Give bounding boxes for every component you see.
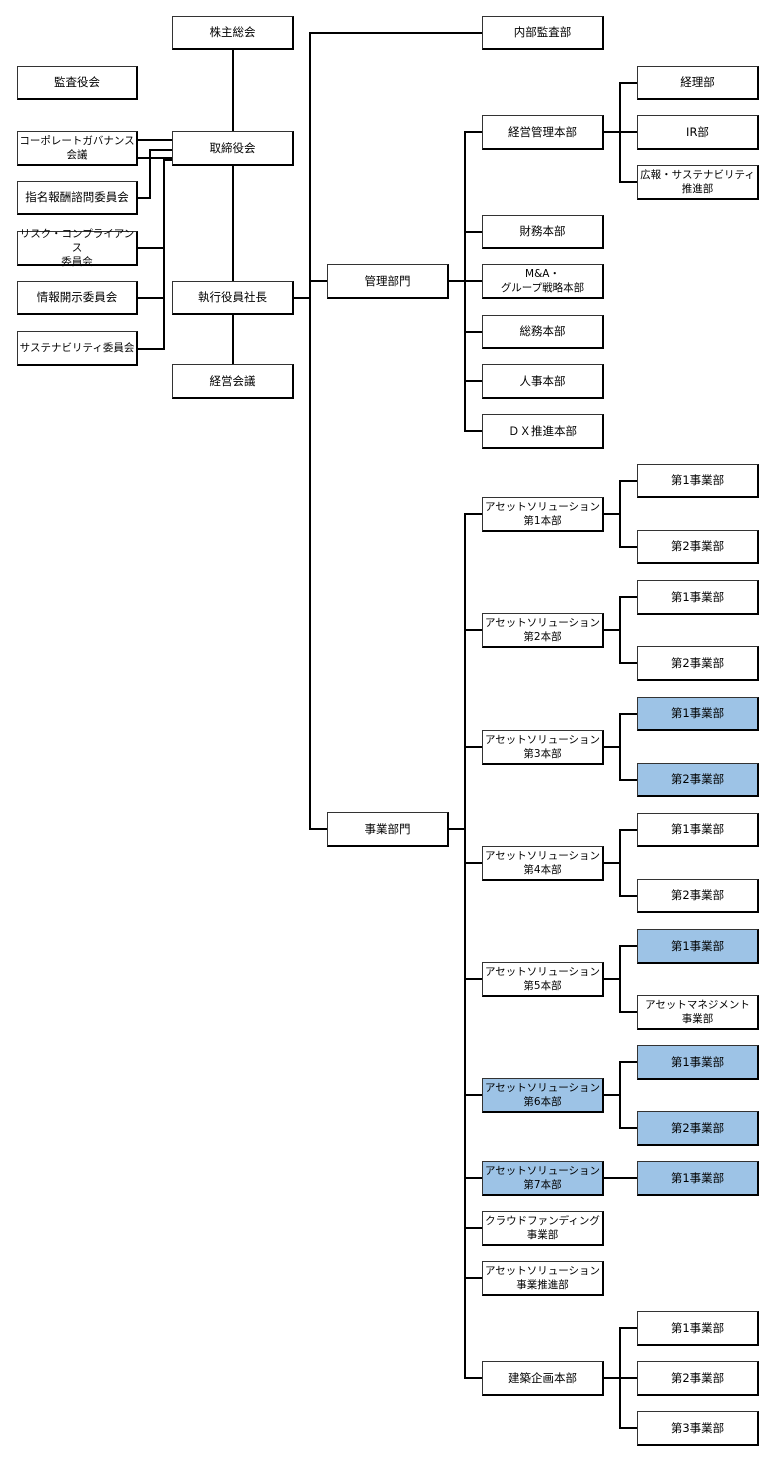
node-asset-solution-hq-7: アセットソリューション 第7本部 — [482, 1161, 604, 1196]
node-general-affairs-hq: 総務本部 — [482, 315, 604, 349]
node-management-meeting: 経営会議 — [172, 364, 294, 399]
node-asset-solution-hq-3: アセットソリューション 第3本部 — [482, 730, 604, 765]
node-hq4-business-unit-2: 第2事業部 — [637, 879, 759, 913]
node-hq6-business-unit-1: 第1事業部 — [637, 1045, 759, 1080]
node-asset-solution-hq-5: アセットソリューション 第5本部 — [482, 962, 604, 997]
node-architecture-business-unit-3: 第3事業部 — [637, 1411, 759, 1446]
node-asset-solution-hq-2: アセットソリューション 第2本部 — [482, 613, 604, 648]
node-finance-hq: 財務本部 — [482, 215, 604, 249]
node-hr-hq: 人事本部 — [482, 364, 604, 399]
node-architecture-business-unit-2: 第2事業部 — [637, 1361, 759, 1396]
node-hq4-business-unit-1: 第1事業部 — [637, 813, 759, 847]
node-hq3-business-unit-1: 第1事業部 — [637, 697, 759, 731]
node-accounting-dept: 経理部 — [637, 66, 759, 100]
node-disclosure-committee: 情報開示委員会 — [17, 281, 138, 315]
node-hq3-business-unit-2: 第2事業部 — [637, 763, 759, 797]
node-asset-solution-hq-6: アセットソリューション 第6本部 — [482, 1078, 604, 1113]
node-architecture-business-unit-1: 第1事業部 — [637, 1311, 759, 1346]
node-hq7-business-unit-1: 第1事業部 — [637, 1161, 759, 1196]
node-risk-compliance-committee: リスク・コンプライアンス 委員会 — [17, 228, 138, 268]
node-asset-solution-hq-1: アセットソリューション 第1本部 — [482, 497, 604, 532]
node-corporate-governance-committee: コーポレートガバナンス 会議 — [17, 131, 138, 166]
node-pr-sustainability-dept: 広報・サステナビリティ 推進部 — [637, 165, 759, 200]
node-sustainability-committee: サステナビリティ委員会 — [17, 331, 138, 366]
node-asset-solution-promotion-dept: アセットソリューション 事業推進部 — [482, 1261, 604, 1296]
node-hq1-business-unit-2: 第2事業部 — [637, 530, 759, 564]
node-dx-promotion-hq: ＤＸ推進本部 — [482, 414, 604, 449]
node-audit-board: 監査役会 — [17, 66, 138, 100]
node-board-of-directors: 取締役会 — [172, 131, 294, 166]
node-crowdfunding-dept: クラウドファンディング 事業部 — [482, 1211, 604, 1246]
node-management-planning-hq: 経営管理本部 — [482, 115, 604, 150]
node-architecture-planning-hq: 建築企画本部 — [482, 1361, 604, 1396]
node-ir-dept: IR部 — [637, 115, 759, 150]
node-business-division: 事業部門 — [327, 812, 449, 847]
node-ma-group-strategy-hq: M&A・ グループ戦略本部 — [482, 264, 604, 299]
node-internal-audit: 内部監査部 — [482, 16, 604, 50]
node-hq5-business-unit-1: 第1事業部 — [637, 929, 759, 964]
node-admin-division: 管理部門 — [327, 264, 449, 299]
node-nomination-committee: 指名報酬諮問委員会 — [17, 181, 138, 215]
node-asset-solution-hq-4: アセットソリューション 第4本部 — [482, 846, 604, 881]
node-shareholders-meeting: 株主総会 — [172, 16, 294, 50]
node-hq2-business-unit-2: 第2事業部 — [637, 646, 759, 681]
node-hq6-business-unit-2: 第2事業部 — [637, 1111, 759, 1146]
node-hq1-business-unit-1: 第1事業部 — [637, 464, 759, 498]
node-president: 執行役員社長 — [172, 281, 294, 315]
node-hq2-business-unit-1: 第1事業部 — [637, 580, 759, 615]
node-hq5-asset-management-unit: アセットマネジメント 事業部 — [637, 995, 759, 1030]
